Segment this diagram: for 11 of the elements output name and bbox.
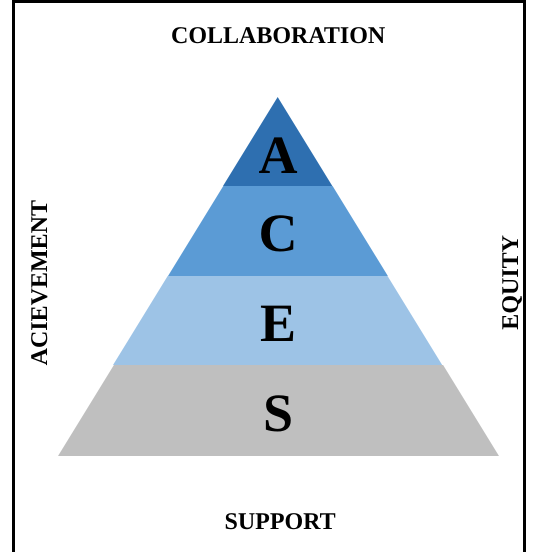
side-label: ACIEVEMENT	[28, 200, 52, 365]
pyramid-tier	[113, 276, 443, 365]
tier-letter: A	[258, 128, 298, 182]
tier-letter: S	[262, 386, 294, 440]
side-label: EQUITY	[499, 234, 523, 330]
pyramid-tier	[58, 365, 498, 456]
pyramid-tier	[168, 186, 388, 276]
bottom-label: SUPPORT	[224, 510, 336, 534]
title: COLLABORATION	[171, 24, 386, 48]
tier-letter: C	[258, 206, 298, 260]
tier-letter: E	[260, 296, 296, 350]
